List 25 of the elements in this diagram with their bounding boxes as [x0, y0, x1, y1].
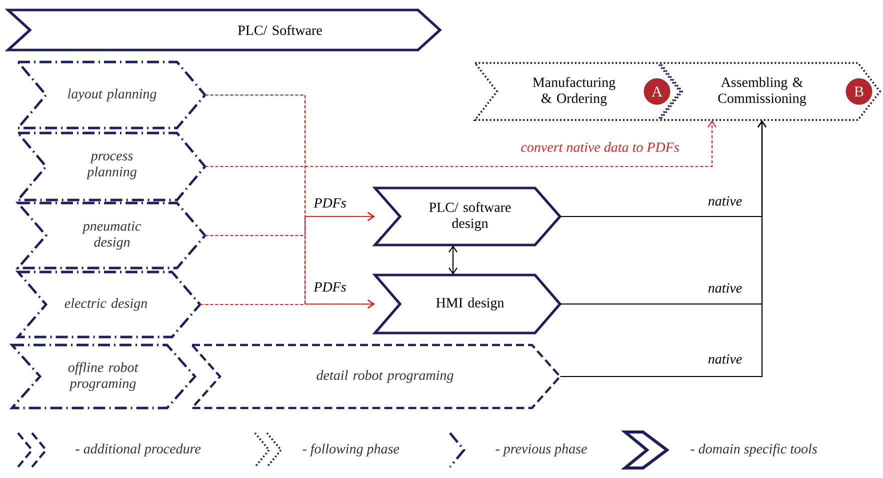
- arrow: [205, 120, 716, 168]
- edge-label: native: [706, 353, 744, 365]
- phase-box: process planning: [15, 132, 207, 202]
- tool-box: PLC/ software design: [372, 186, 562, 246]
- legend-text: - previous phase: [496, 444, 587, 456]
- legend-text: - additional procedure: [76, 444, 201, 456]
- edge-label: convert native data to PDFs: [520, 141, 680, 153]
- edge-label: native: [706, 195, 744, 207]
- edge-label: PDFs: [312, 281, 348, 293]
- arrow: [560, 120, 766, 378]
- edge-label: PDFs: [312, 197, 348, 209]
- legend-text: - following phase: [302, 444, 400, 456]
- letter-badge: B: [846, 78, 872, 105]
- phase-box: pneumatic design: [15, 202, 207, 270]
- legend-text: - domain specific tools: [690, 444, 817, 456]
- phase-box: offline robot programing: [9, 344, 197, 410]
- procedure-box: detail robot programing: [190, 344, 562, 410]
- tool-box: PLC/ Software: [4, 8, 442, 52]
- tool-box: HMI design: [372, 274, 562, 334]
- arrow: [200, 300, 375, 308]
- letter-badge: A: [644, 78, 670, 105]
- phase-box: layout planning: [15, 60, 207, 130]
- phase-box: electric design: [15, 270, 202, 338]
- arrow: [448, 245, 458, 275]
- edge-label: native: [706, 282, 744, 294]
